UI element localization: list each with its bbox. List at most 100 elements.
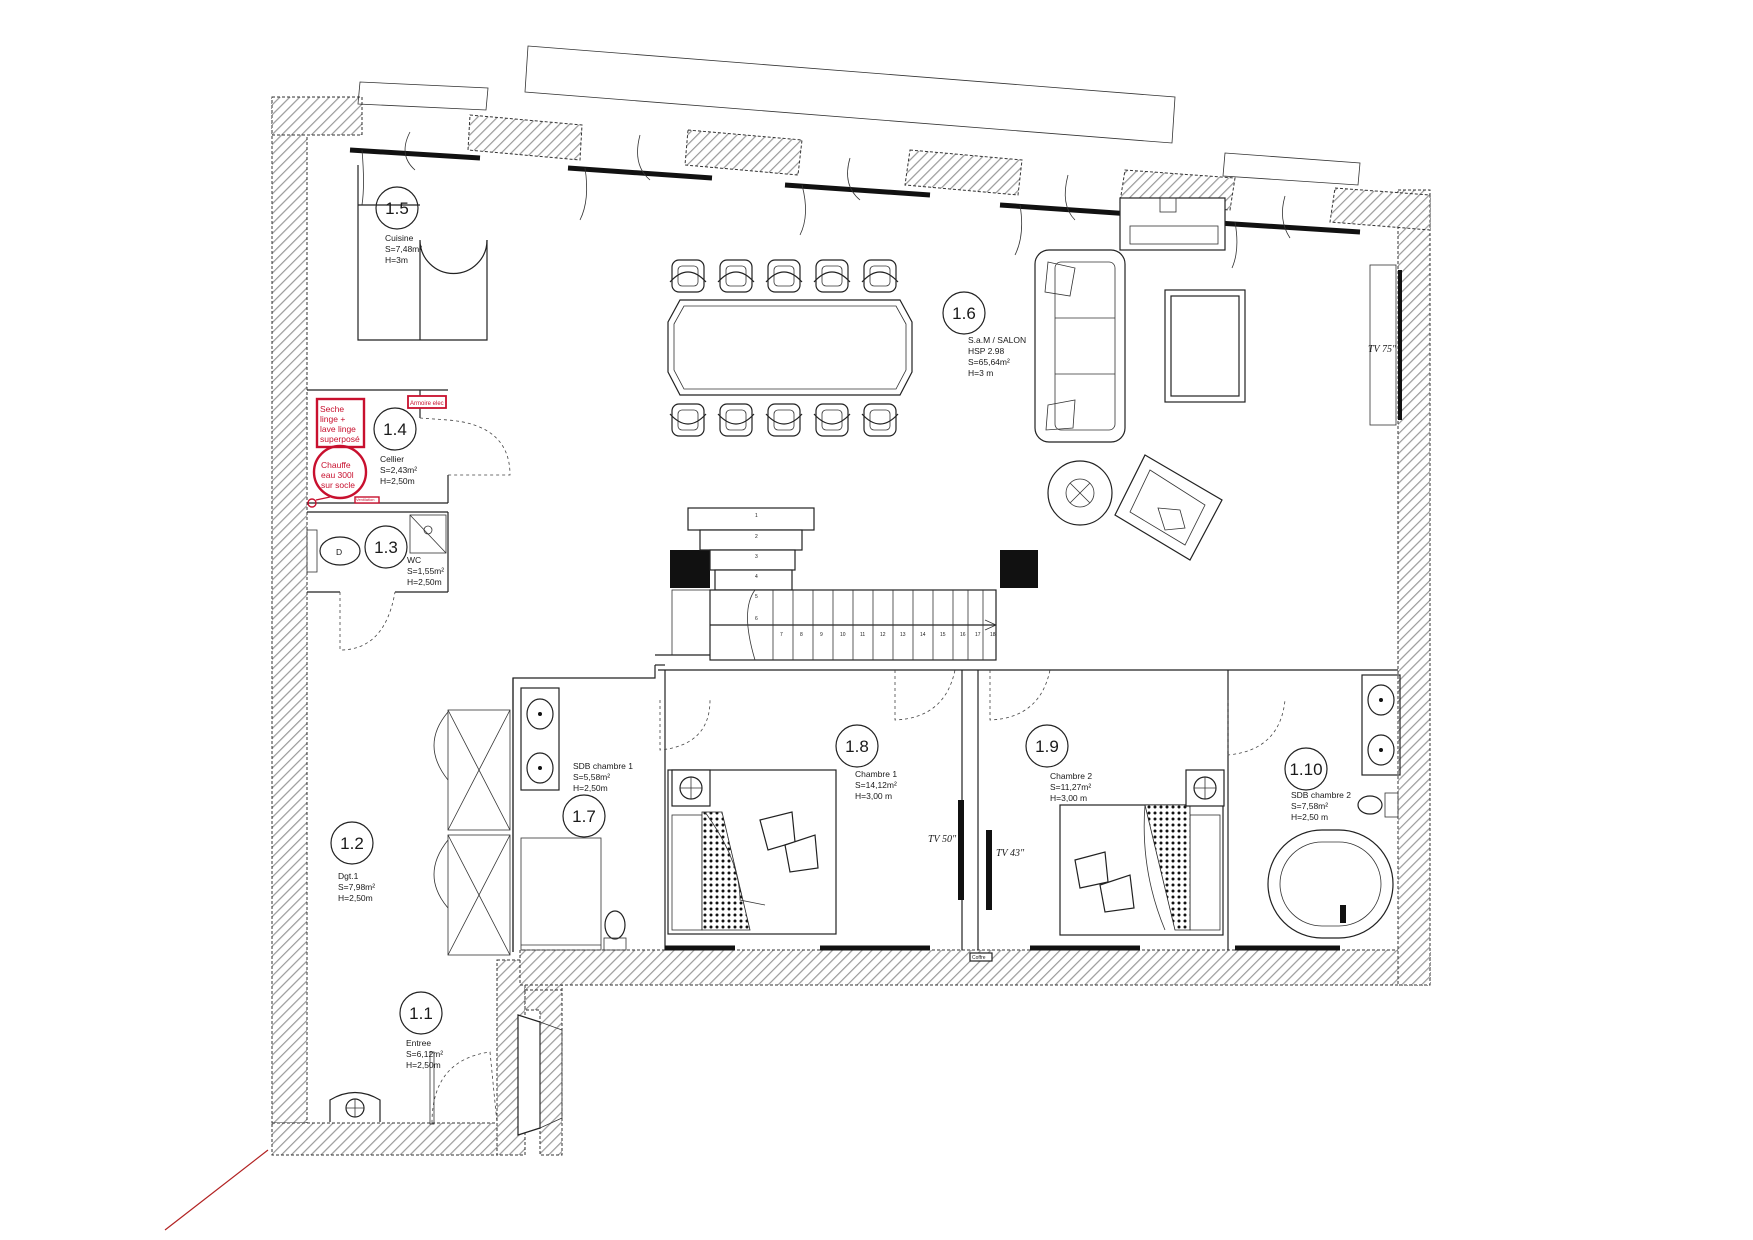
entrance-radiator — [329, 1091, 381, 1122]
room-1-1: 1.1 Entree S=6,12m² H=2,50m — [399, 991, 443, 1070]
room-1-10: 1.10 SDB chambre 2 S=7,58m² H=2,50 m — [1284, 747, 1351, 822]
room-number: 1.1 — [409, 1004, 433, 1023]
room-number: 1.7 — [572, 807, 596, 826]
room-1-5: 1.5 Cuisine S=7,48m² H=3m — [375, 186, 422, 265]
bedroom1-furniture — [667, 769, 837, 935]
sdb2-fixtures — [1267, 674, 1401, 939]
armoire-elec-label: Armoire elec — [410, 401, 444, 407]
room-area: S=65,64m² — [968, 357, 1010, 367]
rug — [1164, 289, 1246, 403]
stair-step-number: 13 — [900, 632, 906, 638]
side-table — [1047, 460, 1113, 526]
stair-step-number: 4 — [755, 574, 758, 580]
dining-chair — [669, 403, 707, 437]
stair-step-number: 2 — [755, 534, 758, 540]
room-number: 1.6 — [952, 304, 976, 323]
dining-chair — [717, 403, 755, 437]
tv-chambre1-label: TV 50" — [928, 834, 957, 845]
stair-step-number: 16 — [960, 632, 966, 638]
north-line — [164, 1149, 269, 1231]
dining-chair — [717, 259, 755, 293]
chauffe-eau-line: Chauffe — [321, 460, 351, 470]
room-height: H=2,50 m — [1291, 812, 1328, 822]
dining-chair — [669, 259, 707, 293]
dining-chair — [813, 259, 851, 293]
room-name: SDB chambre 2 — [1291, 790, 1351, 800]
seche-linge-line: superposé — [320, 434, 360, 444]
dining-chair — [861, 403, 899, 437]
seche-linge-line: lave linge — [320, 424, 356, 434]
room-height: H=2,50m — [380, 476, 415, 486]
dining-table — [667, 299, 913, 396]
room-1-2: 1.2 Dgt.1 S=7,98m² H=2,50m — [330, 821, 375, 903]
room-area: S=1,55m² — [407, 566, 444, 576]
room-number: 1.5 — [385, 199, 409, 218]
room-height: H=3,00 m — [1050, 793, 1087, 803]
ventilation-label: Ventilation — [356, 497, 374, 502]
seche-linge-line: Seche — [320, 404, 344, 414]
armchair — [1114, 454, 1223, 561]
room-height: H=2,50m — [573, 783, 608, 793]
room-area: S=14,12m² — [855, 780, 897, 790]
room-area: S=6,12m² — [406, 1049, 443, 1059]
bottom-windows: Coffre — [665, 945, 1340, 962]
room-area: S=5,58m² — [573, 772, 610, 782]
room-1-4: 1.4 Cellier S=2,43m² H=2,50m — [373, 407, 417, 486]
stair-step-number: 8 — [800, 632, 803, 638]
room-1-8: 1.8 Chambre 1 S=14,12m² H=3,00 m — [835, 724, 897, 801]
entrance-porch — [517, 1014, 563, 1136]
stair-step-number: 18 — [990, 632, 996, 638]
fireplace — [1119, 197, 1226, 251]
room-height: H=2,50m — [407, 577, 442, 587]
stair-step-number: 1 — [755, 513, 758, 519]
stair-step-number: 14 — [920, 632, 926, 638]
room-area: S=7,98m² — [338, 882, 375, 892]
room-number: 1.10 — [1289, 760, 1322, 779]
dining-chair — [765, 403, 803, 437]
wc-fixtures: D — [306, 514, 447, 573]
room-name: WC — [407, 555, 421, 565]
cellier-annotations: Seche linge + lave linge superposé Chauf… — [320, 401, 444, 502]
room-name: Dgt.1 — [338, 871, 359, 881]
dining-chair — [765, 259, 803, 293]
dining-chair — [861, 259, 899, 293]
room-number: 1.4 — [383, 420, 407, 439]
tv-chambre2: TV 43" — [986, 830, 1025, 910]
room-height: H=2,50m — [338, 893, 373, 903]
sdb1-fixtures — [520, 687, 627, 951]
room-name: SDB chambre 1 — [573, 761, 633, 771]
chauffe-eau-line: eau 300l — [321, 470, 354, 480]
stair-step-number: 10 — [840, 632, 846, 638]
room-height: H=3m — [385, 255, 408, 265]
tv-chambre2-label: TV 43" — [996, 848, 1025, 859]
room-1-9: 1.9 Chambre 2 S=11,27m² H=3,00 m — [1025, 724, 1092, 803]
interior-doors — [339, 417, 1286, 1125]
stair-step-number: 17 — [975, 632, 981, 638]
room-name: Chambre 1 — [855, 769, 897, 779]
stair-step-number: 6 — [755, 616, 758, 622]
dining-chair — [813, 403, 851, 437]
cellier-appliances — [307, 395, 447, 508]
room-name: S.a.M / SALON — [968, 335, 1026, 345]
wc-symbol: D — [336, 547, 342, 557]
room-number: 1.3 — [374, 538, 398, 557]
room-1-7: 1.7 SDB chambre 1 S=5,58m² H=2,50m — [562, 761, 633, 838]
interior-walls — [307, 389, 1398, 956]
room-height: H=3,00 m — [855, 791, 892, 801]
room-name: Chambre 2 — [1050, 771, 1092, 781]
balconies — [357, 45, 1361, 186]
room-hsp: HSP 2.98 — [968, 346, 1005, 356]
exterior-walls — [271, 96, 1431, 1156]
tv-salon: TV 75" — [1368, 264, 1402, 426]
room-name: Cuisine — [385, 233, 414, 243]
stair-step-number: 9 — [820, 632, 823, 638]
tv-salon-label: TV 75" — [1368, 344, 1397, 355]
coffre-label: Coffre — [972, 955, 986, 961]
room-name: Entree — [406, 1038, 431, 1048]
sofa — [1034, 249, 1126, 443]
room-number: 1.9 — [1035, 737, 1059, 756]
stair-step-number: 12 — [880, 632, 886, 638]
bedroom2-furniture — [1059, 769, 1225, 936]
